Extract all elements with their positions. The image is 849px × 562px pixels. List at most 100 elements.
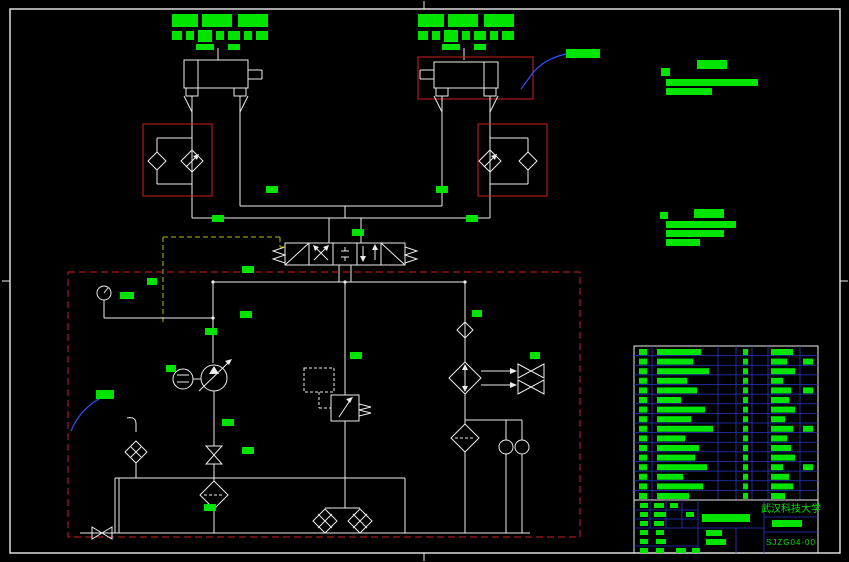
junction-dots	[211, 280, 467, 320]
annotation-text-block	[350, 352, 362, 359]
check-valve-symbol	[456, 321, 474, 339]
bom-item-number	[639, 445, 647, 451]
bom-item-qty	[743, 349, 748, 355]
annotation-text-block	[640, 521, 648, 526]
bom-item-qty	[743, 358, 748, 365]
bom-item-name	[657, 368, 709, 375]
bom-item-name	[657, 397, 681, 403]
bom-item-name	[657, 416, 691, 423]
annotation-text-block	[444, 30, 458, 42]
tank-strainer	[347, 508, 373, 534]
annotation-text-block	[660, 212, 668, 219]
cooling-circuit	[448, 282, 545, 533]
annotation-text-block	[694, 209, 724, 218]
annotation-text-block	[256, 31, 268, 40]
annotation-text-block	[654, 503, 664, 508]
bom-item-number	[639, 368, 647, 375]
bom-item-name	[657, 473, 683, 480]
check-valve-symbol	[518, 151, 538, 171]
annotation-text-block	[442, 44, 460, 50]
right-cylinder-highlight-box	[417, 56, 534, 100]
bom-item-number	[639, 435, 647, 442]
callout-labels	[96, 49, 600, 399]
bom-item-material	[771, 387, 791, 394]
annotation-text-block	[530, 352, 540, 359]
bom-item-material	[771, 454, 795, 461]
annotation-text-block	[661, 68, 670, 76]
bom-item-name	[657, 483, 703, 490]
annotation-text-block	[242, 447, 254, 454]
annotation-text-block	[228, 44, 240, 50]
bom-item-number	[639, 483, 647, 490]
annotation-text-block	[96, 390, 114, 399]
annotation-text-block	[352, 229, 364, 236]
annotation-text-block	[228, 31, 240, 40]
relief-valve	[303, 282, 372, 508]
bom-item-name	[657, 445, 699, 451]
drain-valve	[91, 526, 103, 540]
annotation-text-block	[640, 548, 648, 553]
bom-item-name	[657, 358, 693, 365]
temperature-gauge	[514, 439, 530, 455]
bom-item-qty	[743, 445, 748, 451]
annotation-text-block	[502, 31, 514, 40]
drawing-number: SJZG04-00	[766, 538, 816, 547]
pressure-gauge	[96, 285, 213, 319]
relief-spring	[358, 403, 372, 417]
annotation-text-block	[205, 328, 217, 335]
annotation-text-block	[666, 221, 736, 228]
bom-grid	[634, 346, 818, 500]
bom-item-remark	[803, 464, 813, 471]
bom-item-material	[771, 435, 787, 442]
annotation-text-block	[238, 14, 268, 27]
bom-item-qty	[743, 416, 748, 423]
annotation-text-block	[772, 520, 802, 527]
bom-item-qty	[743, 454, 748, 461]
annotation-text-block	[472, 310, 482, 317]
dimension-annotations-left	[172, 14, 268, 50]
annotation-text-block	[656, 539, 666, 544]
bom-item-qty	[743, 377, 748, 384]
annotation-text-block	[692, 548, 700, 553]
annotation-text-block	[196, 44, 214, 50]
dimension-leader-lines	[217, 48, 465, 60]
level-gauge	[498, 439, 514, 455]
bom-item-material	[771, 464, 783, 471]
annotation-text-block	[654, 521, 664, 526]
left-valve-highlight-box	[142, 123, 213, 197]
bom-item-material	[771, 406, 795, 413]
annotation-text-block	[202, 14, 232, 27]
annotation-text-block	[474, 44, 486, 50]
bom-item-number	[639, 377, 647, 384]
bom-item-material	[771, 445, 791, 451]
bom-item-qty	[743, 483, 748, 490]
solenoid-pilot-lines	[162, 236, 285, 322]
annotation-text-block	[702, 514, 750, 522]
bom-item-name	[657, 406, 705, 413]
bom-item-remark	[803, 358, 813, 365]
bom-item-qty	[743, 387, 748, 394]
bom-item-number	[639, 358, 647, 365]
annotation-text-block	[670, 503, 678, 508]
bom-item-name	[657, 435, 685, 442]
technical-notes-middle	[660, 209, 736, 246]
annotation-text-block	[640, 539, 648, 544]
annotation-text-block	[666, 239, 700, 246]
title-block: 武汉科技大学 SJZG04-00	[633, 499, 821, 554]
part-number-labels	[120, 186, 540, 511]
bom-table	[633, 345, 819, 501]
bom-item-number	[639, 349, 647, 355]
annotation-text-block	[432, 31, 440, 40]
power-unit-boundary	[67, 271, 581, 538]
right-cylinder	[417, 56, 534, 218]
annotation-text-block	[462, 31, 470, 40]
annotation-text-block	[686, 512, 694, 517]
annotation-text-block	[418, 31, 428, 40]
bom-item-name	[657, 464, 707, 471]
annotation-text-block	[216, 31, 224, 40]
annotation-text-block	[474, 31, 486, 40]
annotation-text-block	[147, 278, 157, 285]
annotation-text-block	[198, 30, 212, 42]
bom-content	[639, 349, 813, 499]
